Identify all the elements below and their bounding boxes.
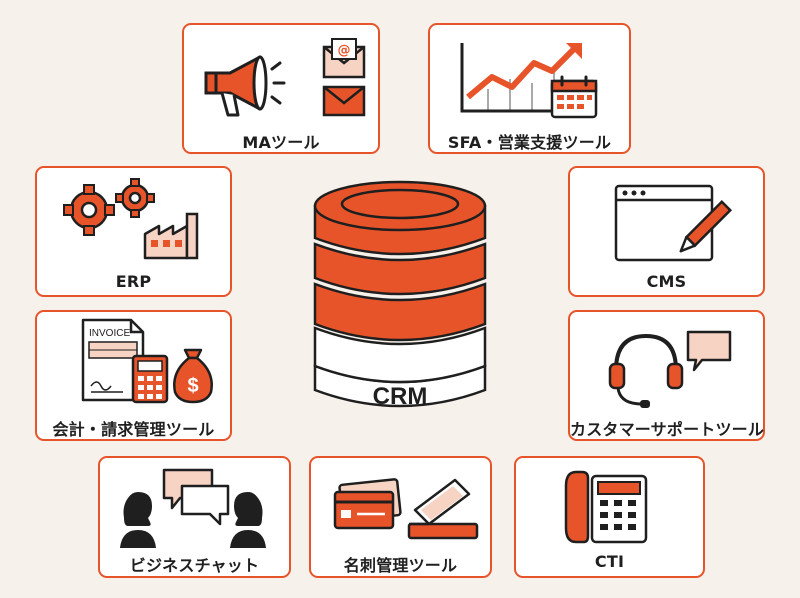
people-chat-icon [120,492,266,548]
card-cms: CMS [568,166,765,297]
calendar-icon [550,75,598,119]
card-customer-support: カスタマーサポートツール [568,310,765,441]
crm-database: CRM [313,180,487,410]
invoice-text: INVOICE [89,328,130,339]
card-sfa-tool: SFA・営業支援ツール [428,23,631,154]
database-icon [313,180,487,408]
card-label: CTI [594,552,625,571]
gears-icon [63,178,155,236]
svg-text:@: @ [338,43,351,58]
card-business-chat: ビジネスチャット [98,456,291,578]
card-label: SFA・営業支援ツール [447,133,612,152]
scanner-icon [407,478,479,540]
business-cards-icon [333,478,402,530]
card-label: CMS [646,272,687,291]
growth-chart-icon [460,43,588,113]
card-accounting-billing: INVOICE $ 会計・請求管理ツール [35,310,232,441]
card-erp: ERP [35,166,232,297]
card-label: ビジネスチャット [129,556,260,575]
money-bag-icon: $ [173,348,213,404]
card-ma-tool: @ MAツール [182,23,380,154]
speech-bubble-icon [686,330,732,372]
card-label: 会計・請求管理ツール [52,420,215,439]
card-label: MAツール [242,133,320,152]
email-icon: @ [322,38,366,79]
browser-window-icon [614,184,714,262]
chat-bubbles-icon [162,468,230,526]
desk-phone-icon [564,470,648,544]
megaphone-icon [204,55,286,117]
card-business-card-management: 名刺管理ツール [309,456,492,578]
envelope-icon [322,85,366,117]
card-label: ERP [115,272,152,291]
headset-icon [608,333,684,408]
svg-text:$: $ [187,375,198,397]
calculator-icon [131,354,169,404]
factory-icon [143,212,199,260]
card-label: 名刺管理ツール [343,556,458,575]
crm-label: CRM [373,383,428,410]
invoice-icon: INVOICE [81,318,145,402]
pencil-icon [679,199,733,253]
card-cti: CTI [514,456,705,578]
card-label: カスタマーサポートツール [570,420,765,439]
